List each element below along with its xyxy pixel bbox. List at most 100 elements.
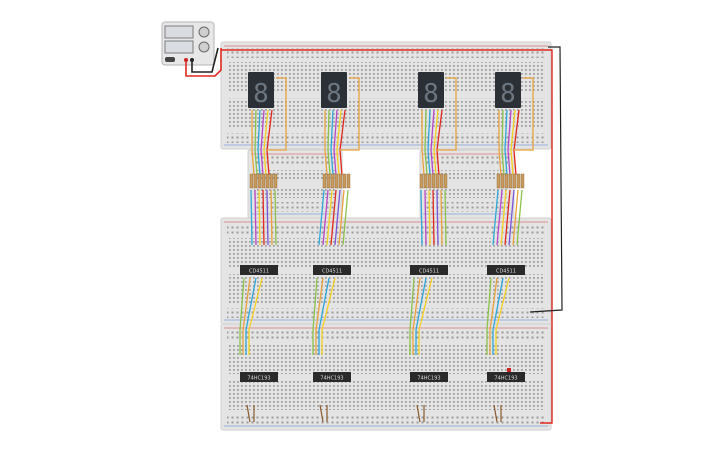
seven-segment-display[interactable]: 8: [248, 72, 274, 109]
signal-wire[interactable]: [318, 189, 325, 246]
resistor[interactable]: [326, 173, 331, 189]
signal-wire[interactable]: [327, 109, 331, 176]
signal-wire[interactable]: [250, 189, 253, 246]
signal-wire[interactable]: [274, 189, 277, 246]
signal-wire[interactable]: [430, 109, 435, 176]
signal-wire[interactable]: [251, 110, 255, 176]
signal-wire[interactable]: [257, 109, 261, 176]
signal-wire[interactable]: [436, 189, 439, 246]
counter-chip[interactable]: 74HC193: [313, 372, 351, 382]
signal-wire[interactable]: [492, 189, 499, 246]
resistor[interactable]: [508, 173, 513, 189]
resistor[interactable]: [322, 173, 327, 189]
signal-wire[interactable]: [315, 277, 324, 355]
signal-wire[interactable]: [421, 110, 425, 176]
signal-wire[interactable]: [516, 189, 523, 246]
resistor-array[interactable]: [322, 173, 351, 189]
resistor[interactable]: [504, 173, 509, 189]
signal-wire[interactable]: [318, 277, 330, 355]
signal-wire[interactable]: [433, 109, 439, 176]
resistor[interactable]: [269, 173, 274, 189]
signal-wire[interactable]: [330, 189, 337, 246]
signal-wire[interactable]: [415, 277, 427, 355]
resistor[interactable]: [423, 173, 428, 189]
signal-wire[interactable]: [254, 109, 258, 176]
signal-wire[interactable]: [493, 404, 498, 423]
resistor[interactable]: [330, 173, 335, 189]
counter-chip[interactable]: 74HC193: [410, 372, 448, 382]
signal-wire[interactable]: [508, 189, 515, 246]
signal-wire[interactable]: [486, 277, 492, 355]
signal-wire[interactable]: [504, 109, 508, 176]
signal-wire[interactable]: [513, 77, 534, 151]
power-supply[interactable]: [161, 21, 215, 66]
decoder-chip[interactable]: CD4511: [487, 265, 525, 275]
signal-wire[interactable]: [501, 109, 505, 176]
resistor[interactable]: [253, 173, 258, 189]
signal-wire[interactable]: [424, 109, 428, 176]
resistor-array[interactable]: [496, 173, 525, 189]
resistor[interactable]: [419, 173, 424, 189]
resistor[interactable]: [427, 173, 432, 189]
rail-wire-red[interactable]: [221, 49, 553, 424]
signal-wire[interactable]: [324, 110, 328, 176]
resistor[interactable]: [338, 173, 343, 189]
signal-wire[interactable]: [242, 277, 251, 355]
resistor[interactable]: [346, 173, 351, 189]
signal-wire[interactable]: [336, 109, 342, 176]
seven-segment-display[interactable]: 8: [418, 72, 444, 109]
decoder-chip[interactable]: CD4511: [313, 265, 351, 275]
signal-wire[interactable]: [504, 189, 511, 246]
signal-wire[interactable]: [262, 189, 265, 246]
seven-segment-display[interactable]: 8: [495, 72, 521, 109]
signal-wire[interactable]: [319, 404, 324, 423]
signal-wire[interactable]: [444, 189, 447, 246]
signal-wire[interactable]: [409, 277, 415, 355]
signal-wire[interactable]: [339, 77, 360, 151]
signal-wire[interactable]: [428, 189, 431, 246]
signal-wire[interactable]: [510, 109, 516, 176]
signal-wire[interactable]: [498, 110, 502, 176]
resistor[interactable]: [516, 173, 521, 189]
resistor[interactable]: [496, 173, 501, 189]
signal-wire[interactable]: [507, 109, 512, 176]
resistor[interactable]: [257, 173, 262, 189]
signal-wire[interactable]: [254, 189, 257, 246]
signal-wire[interactable]: [412, 277, 421, 355]
resistor[interactable]: [265, 173, 270, 189]
signal-wire[interactable]: [333, 109, 338, 176]
signal-wire[interactable]: [246, 404, 251, 423]
signal-wire[interactable]: [266, 189, 269, 246]
resistor[interactable]: [273, 173, 278, 189]
signal-wire[interactable]: [512, 189, 519, 246]
signal-wire[interactable]: [266, 77, 287, 151]
signal-wire[interactable]: [322, 189, 329, 246]
rail-wire-black[interactable]: [529, 46, 563, 313]
signal-wire[interactable]: [440, 189, 443, 246]
signal-wire[interactable]: [330, 109, 334, 176]
signal-wire[interactable]: [432, 189, 435, 246]
signal-wire[interactable]: [416, 404, 421, 423]
signal-wire[interactable]: [500, 189, 507, 246]
signal-wire[interactable]: [263, 109, 269, 176]
resistor[interactable]: [431, 173, 436, 189]
signal-wire[interactable]: [338, 189, 345, 246]
resistor-array[interactable]: [249, 173, 278, 189]
signal-wire[interactable]: [427, 109, 431, 176]
signal-wire[interactable]: [418, 277, 433, 355]
signal-wire[interactable]: [496, 189, 503, 246]
resistor[interactable]: [500, 173, 505, 189]
decoder-breadboard[interactable]: [220, 217, 552, 325]
resistor[interactable]: [249, 173, 254, 189]
counter-chip[interactable]: 74HC193: [487, 372, 525, 382]
signal-wire[interactable]: [326, 189, 333, 246]
seven-segment-display[interactable]: 8: [321, 72, 347, 109]
resistor-array[interactable]: [419, 173, 448, 189]
signal-wire[interactable]: [321, 277, 336, 355]
signal-wire[interactable]: [270, 189, 273, 246]
resistor[interactable]: [435, 173, 440, 189]
counter-chip[interactable]: 74HC193: [240, 372, 278, 382]
signal-wire[interactable]: [342, 189, 349, 246]
signal-wire[interactable]: [260, 109, 265, 176]
signal-wire[interactable]: [334, 189, 341, 246]
